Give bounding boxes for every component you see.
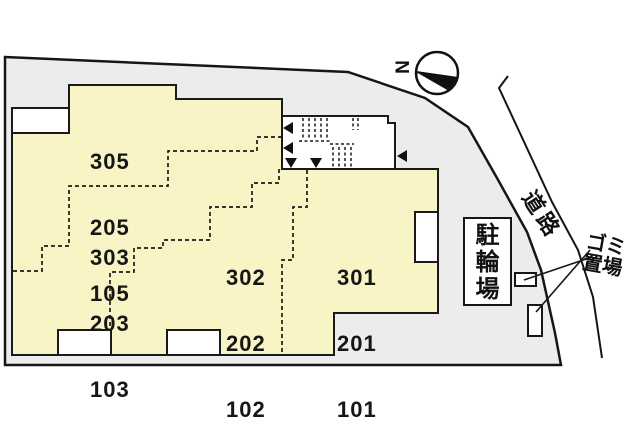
entrance-arrow-down-icon bbox=[310, 158, 322, 168]
unit-number: 203 bbox=[90, 311, 130, 336]
bicycle-parking-char: 場 bbox=[475, 275, 500, 303]
north-compass-icon bbox=[414, 50, 460, 96]
unit-divider-b bbox=[109, 169, 280, 330]
bicycle-parking-char: 輪 bbox=[475, 248, 500, 276]
bottom-notch-2 bbox=[166, 329, 221, 356]
entrance-arrow-left-icon bbox=[283, 142, 293, 154]
unit-stack-105: 305 205 105 bbox=[90, 107, 130, 349]
unit-stack-103: 303 203 103 bbox=[90, 203, 130, 427]
unit-divider-c bbox=[281, 170, 308, 354]
unit-number: 103 bbox=[90, 377, 130, 402]
unit-number: 202 bbox=[226, 331, 266, 356]
entrance-arrow-down-icon bbox=[285, 158, 297, 168]
unit-divider-a bbox=[13, 136, 282, 272]
garbage-leader-2 bbox=[535, 249, 591, 313]
north-label: N bbox=[393, 60, 414, 74]
garbage-rect-2 bbox=[527, 304, 543, 337]
unit-stack-102: 302 202 102 bbox=[226, 223, 266, 427]
bicycle-parking-box bbox=[463, 217, 512, 306]
unit-number: 303 bbox=[90, 245, 130, 270]
right-notch bbox=[414, 211, 439, 263]
unit-number: 101 bbox=[337, 397, 377, 422]
bicycle-parking-label: 駐 輪 場 bbox=[464, 219, 511, 305]
bottom-notch-1 bbox=[57, 329, 112, 356]
garbage-area-label: ゴミ 置場 bbox=[581, 231, 628, 280]
entrance-arrow-left-icon bbox=[397, 150, 407, 162]
entrance-arrow-left-icon bbox=[283, 122, 293, 134]
stair-box bbox=[281, 115, 396, 170]
compass-needle bbox=[416, 72, 458, 91]
unit-number: 302 bbox=[226, 265, 266, 290]
unit-number: 201 bbox=[337, 331, 377, 356]
unit-number: 301 bbox=[337, 265, 377, 290]
road-far-edge-line bbox=[497, 75, 603, 359]
left-notch bbox=[11, 107, 70, 134]
unit-number: 305 bbox=[90, 149, 130, 174]
unit-stack-101: 301 201 101 bbox=[337, 223, 377, 427]
unit-number: 205 bbox=[90, 215, 130, 240]
bicycle-parking-char: 駐 bbox=[475, 221, 500, 249]
unit-number: 105 bbox=[90, 281, 130, 306]
unit-number: 102 bbox=[226, 397, 266, 422]
stair-hatch bbox=[299, 118, 359, 167]
